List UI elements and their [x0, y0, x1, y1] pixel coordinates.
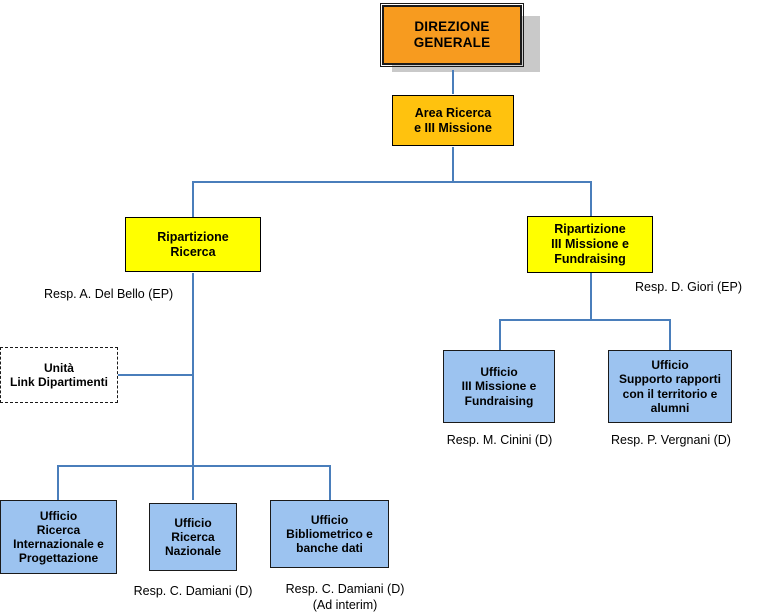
- caption-resp-cinini: Resp. M. Cinini (D): [446, 433, 553, 447]
- connector-to-ripartizione-ricerca: [192, 181, 194, 217]
- node-direzione-generale[interactable]: DIREZIONE GENERALE: [380, 3, 524, 67]
- connector-to-ufficio-bibliometrico: [329, 465, 331, 500]
- connector-level3-right-bar: [499, 319, 671, 321]
- connector-level2-bar: [192, 181, 592, 183]
- node-ufficio-ricerca-nazionale[interactable]: Ufficio Ricerca Nazionale: [149, 503, 237, 571]
- connector-level4-bar: [57, 465, 331, 467]
- connector-to-ufficio-supporto: [669, 319, 671, 350]
- caption-resp-giori: Resp. D. Giori (EP): [635, 280, 742, 294]
- node-ripartizione-terza-missione[interactable]: Ripartizione III Missione e Fundraising: [527, 216, 653, 273]
- node-ripartizione-ricerca[interactable]: Ripartizione Ricerca: [125, 217, 261, 272]
- connector-to-ufficio-terza-missione: [499, 319, 501, 350]
- connector-to-ufficio-internazionale: [57, 465, 59, 500]
- node-ufficio-supporto-rapporti[interactable]: Ufficio Supporto rapporti con il territo…: [608, 350, 732, 423]
- connector-area-trunk: [452, 147, 454, 183]
- connector-direzione-to-area: [452, 70, 454, 94]
- caption-resp-damiani-nazionale: Resp. C. Damiani (D): [133, 584, 253, 598]
- connector-to-ripartizione-terza-missione: [590, 181, 592, 217]
- node-unita-link-dipartimenti[interactable]: Unità Link Dipartimenti: [0, 347, 118, 403]
- connector-terza-missione-trunk: [590, 273, 592, 320]
- connector-to-unita-link: [118, 374, 194, 376]
- node-ufficio-ricerca-internazionale[interactable]: Ufficio Ricerca Internazionale e Progett…: [0, 500, 117, 574]
- node-area-ricerca[interactable]: Area Ricerca e III Missione: [392, 95, 514, 146]
- caption-resp-del-bello: Resp. A. Del Bello (EP): [44, 287, 174, 301]
- node-ufficio-bibliometrico[interactable]: Ufficio Bibliometrico e banche dati: [270, 500, 389, 568]
- caption-resp-vergnani: Resp. P. Vergnani (D): [611, 433, 731, 447]
- caption-resp-damiani-bibliometrico: Resp. C. Damiani (D) (Ad interim): [285, 582, 405, 612]
- connector-ricerca-trunk: [192, 273, 194, 467]
- connector-to-ufficio-nazionale: [192, 465, 194, 500]
- node-ufficio-terza-missione[interactable]: Ufficio III Missione e Fundraising: [443, 350, 555, 423]
